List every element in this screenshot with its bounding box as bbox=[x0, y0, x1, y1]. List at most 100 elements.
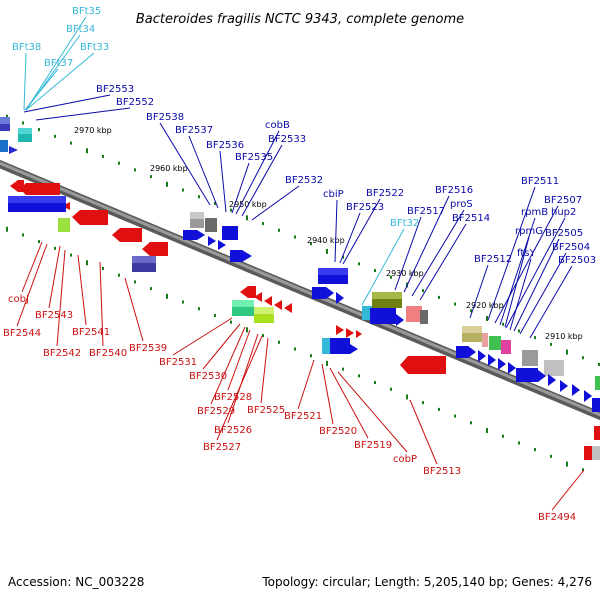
forward-gene-label[interactable]: BF2553 bbox=[96, 84, 134, 95]
reverse-gene-label[interactable]: BF2529 bbox=[197, 406, 235, 417]
reverse-gene-label[interactable]: BF2525 bbox=[247, 405, 285, 416]
rna-label[interactable]: BFt35 bbox=[72, 6, 101, 17]
tick-dot bbox=[150, 175, 152, 179]
reverse-gene-label[interactable]: BF2513 bbox=[423, 466, 461, 477]
reverse-cluster-left[interactable] bbox=[10, 180, 168, 256]
label-connector bbox=[321, 363, 334, 425]
forward-gene-label[interactable]: BF2504 bbox=[552, 242, 590, 253]
forward-cluster-mid[interactable] bbox=[183, 212, 252, 262]
label-connector bbox=[231, 162, 250, 214]
label-connector bbox=[124, 277, 144, 342]
tick-dot bbox=[54, 134, 56, 138]
label-connector bbox=[469, 264, 489, 319]
tick-dot bbox=[246, 215, 248, 221]
forward-gene-label[interactable]: BF2517 bbox=[407, 206, 445, 217]
forward-gene-label[interactable]: cbiP bbox=[323, 189, 344, 200]
reverse-gene-label[interactable]: BF2521 bbox=[284, 411, 322, 422]
reverse-gene-label[interactable]: BF2531 bbox=[159, 357, 197, 368]
forward-gene-label[interactable]: rpmB bbox=[521, 207, 548, 218]
forward-gene-label[interactable]: hup2 bbox=[551, 207, 576, 218]
forward-gene-label[interactable]: rpmG bbox=[515, 226, 543, 237]
tick-dot bbox=[422, 289, 424, 293]
accession-text: Accession: NC_003228 bbox=[8, 575, 144, 589]
forward-cluster-2940[interactable] bbox=[312, 268, 362, 354]
tick-dot bbox=[326, 248, 328, 254]
rna-label[interactable]: BFt33 bbox=[80, 42, 109, 53]
tick-dot bbox=[86, 260, 88, 266]
forward-gene-label[interactable]: BF2505 bbox=[545, 228, 583, 239]
forward-gene-label[interactable]: BF2552 bbox=[116, 97, 154, 108]
forward-gene-label[interactable]: BF2537 bbox=[175, 125, 213, 136]
rna-label[interactable]: BFt37 bbox=[44, 58, 73, 69]
forward-gene-label[interactable]: BF2535 bbox=[235, 152, 273, 163]
reverse-gene-label[interactable]: BF2494 bbox=[538, 512, 576, 523]
kbp-label: 2920 kbp bbox=[466, 301, 504, 310]
tick-dot bbox=[454, 302, 456, 306]
forward-gene-label[interactable]: BF2522 bbox=[366, 188, 404, 199]
reverse-gene-label[interactable]: BF2544 bbox=[3, 328, 41, 339]
forward-gene-label[interactable]: BF2538 bbox=[146, 112, 184, 123]
tick-dot bbox=[438, 295, 440, 299]
tick-dot bbox=[22, 233, 24, 237]
kbp-label: 2930 kbp bbox=[386, 269, 424, 278]
tick-dot bbox=[486, 316, 488, 321]
tick-dot bbox=[438, 407, 440, 411]
label-connector bbox=[159, 122, 211, 206]
forward-gene-label[interactable]: BF2512 bbox=[474, 254, 512, 265]
reverse-gene-label[interactable]: BF2542 bbox=[43, 348, 81, 359]
tick-dot bbox=[294, 235, 296, 239]
rna-label[interactable]: BFt32 bbox=[390, 218, 419, 229]
forward-gene-label[interactable]: BF2516 bbox=[435, 185, 473, 196]
tick-dot bbox=[310, 242, 312, 246]
rna-cluster-left[interactable] bbox=[0, 117, 32, 154]
reverse-gene-label[interactable]: BF2541 bbox=[72, 327, 110, 338]
reverse-gene-label[interactable]: BF2539 bbox=[129, 343, 167, 354]
tick-dot bbox=[390, 275, 392, 279]
forward-gene-label[interactable]: BF2536 bbox=[206, 140, 244, 151]
kbp-label: 2940 kbp bbox=[307, 236, 345, 245]
forward-cluster-left[interactable] bbox=[8, 196, 156, 272]
tick-dot bbox=[342, 255, 344, 259]
reverse-gene-label[interactable]: cobJ bbox=[8, 294, 29, 305]
reverse-gene-label[interactable]: cobP bbox=[393, 454, 417, 465]
forward-gene-label[interactable]: BF2532 bbox=[285, 175, 323, 186]
reverse-gene-label[interactable]: BF2540 bbox=[89, 348, 127, 359]
label-connector bbox=[25, 16, 87, 111]
tick-dot bbox=[54, 246, 56, 250]
forward-gene-label[interactable]: BF2533 bbox=[268, 134, 306, 145]
label-connector bbox=[334, 199, 338, 263]
tick-dot bbox=[470, 309, 472, 313]
tick-dot bbox=[102, 154, 104, 158]
forward-cluster-right[interactable] bbox=[456, 326, 600, 460]
label-connector bbox=[172, 317, 233, 356]
reverse-cluster-mid[interactable] bbox=[232, 286, 292, 323]
rna-label[interactable]: BFt38 bbox=[12, 42, 41, 53]
reverse-gene-label[interactable]: BF2528 bbox=[214, 392, 252, 403]
reverse-gene-label[interactable]: BF2530 bbox=[189, 371, 227, 382]
reverse-gene-label[interactable]: BF2526 bbox=[214, 425, 252, 436]
label-connector bbox=[329, 367, 369, 439]
reverse-gene-label[interactable]: BF2543 bbox=[35, 310, 73, 321]
reverse-gene-label[interactable]: BF2520 bbox=[319, 426, 357, 437]
forward-gene-label[interactable]: ftsY bbox=[517, 248, 536, 259]
forward-gene-label[interactable]: BF2507 bbox=[544, 195, 582, 206]
rna-label[interactable]: BFt34 bbox=[66, 24, 95, 35]
tick-dot bbox=[486, 428, 488, 433]
forward-gene-label[interactable]: BF2503 bbox=[558, 255, 596, 266]
reverse-gene-label[interactable]: BF2527 bbox=[203, 442, 241, 453]
kbp-label: 2950 kbp bbox=[229, 200, 267, 209]
label-connector bbox=[361, 228, 405, 306]
forward-gene-label[interactable]: proS bbox=[450, 199, 473, 210]
forward-gene-label[interactable]: BF2514 bbox=[452, 213, 490, 224]
forward-gene-label[interactable]: cobB bbox=[265, 120, 290, 131]
label-connector bbox=[21, 241, 43, 293]
forward-cluster-2930[interactable] bbox=[362, 292, 446, 374]
label-connector bbox=[25, 52, 95, 111]
label-connector bbox=[551, 469, 585, 511]
reverse-gene-label[interactable]: BF2519 bbox=[354, 440, 392, 451]
forward-gene-label[interactable]: BF2511 bbox=[521, 176, 559, 187]
forward-gene-label[interactable]: BF2523 bbox=[346, 202, 384, 213]
label-connector bbox=[235, 130, 280, 215]
label-connector bbox=[342, 198, 381, 265]
tick-dot bbox=[118, 273, 120, 277]
